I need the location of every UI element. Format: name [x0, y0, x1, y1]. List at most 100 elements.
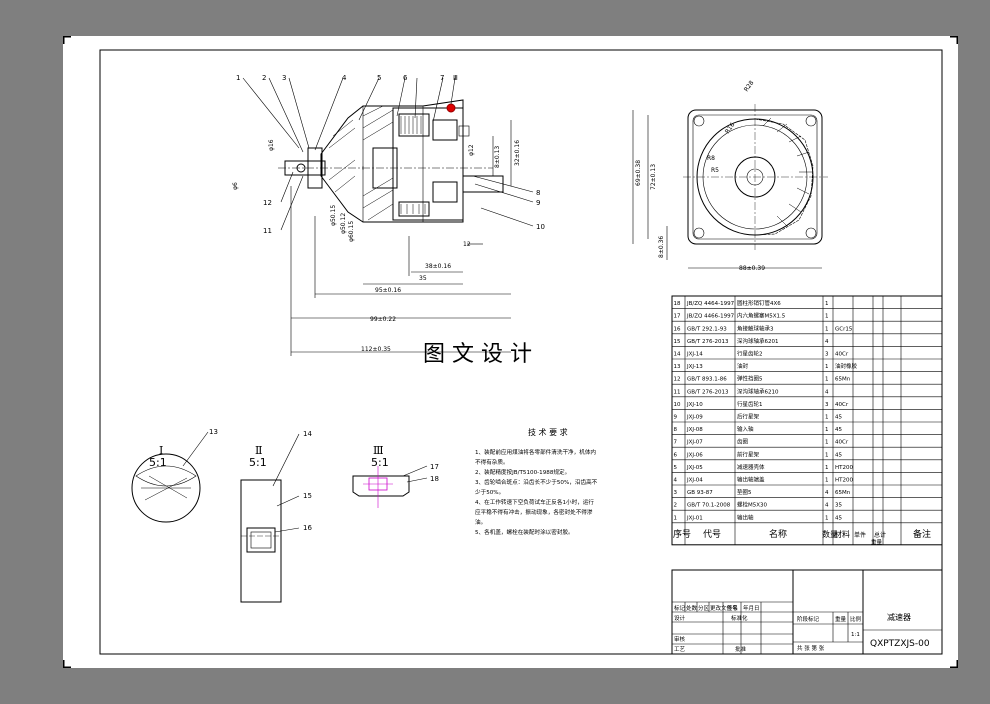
tb-sign: 签名 [727, 604, 738, 612]
dim-R8: R8 [707, 155, 715, 162]
bom-cell-mat: 45 [835, 415, 842, 421]
bom-cell-no: 8 [674, 427, 678, 433]
bom-cell-code: JB/ZQ 4464-1997 [686, 301, 735, 307]
bom-cell-mat: 35 [835, 503, 842, 509]
bom-cell-name: 减速器壳体 [737, 463, 765, 471]
bom-header-weight: 重量 [871, 538, 883, 546]
tb-part-name: 减速器 [887, 612, 911, 622]
tb-count: 处数 [686, 604, 698, 612]
bom-cell-mat: HT200 [835, 465, 853, 471]
bom-cell-no: 12 [674, 377, 681, 383]
bom-cell-no: 17 [674, 314, 681, 320]
balloon-15: 15 [303, 492, 312, 500]
drawing-sheet: 1 2 3 4 5 6 7 Ⅲ 8 9 10 11 12 φ16 φ6 32±0… [63, 36, 958, 668]
bom-cell-qty: 3 [825, 352, 829, 358]
note-line: 不得有杂质。 [475, 458, 509, 466]
balloon-11: 11 [263, 227, 272, 235]
tb-approve: 批准 [735, 645, 747, 653]
bom-cell-code: JXJ-04 [686, 478, 703, 484]
balloon-10: 10 [536, 223, 545, 231]
bom-cell-no: 4 [674, 478, 678, 484]
tb-standard: 标准化 [731, 614, 748, 622]
bom-cell-name: 前行星架 [737, 450, 760, 458]
bom-cell-qty: 4 [825, 389, 829, 395]
bom-header-no: 序号 [673, 528, 691, 540]
bom-cell-code: GB/T 70.1-2008 [687, 503, 731, 509]
bom-cell-no: 9 [674, 415, 678, 421]
dim-88: 88±0.39 [739, 265, 765, 272]
dim-32: 32±0.16 [514, 140, 521, 166]
bom-cell-qty: 1 [825, 478, 829, 484]
dim-99: 99±0.22 [370, 316, 396, 323]
dim-72: 72±0.13 [650, 164, 657, 190]
bom-cell-code: JXJ-01 [686, 515, 703, 521]
note-line: 2、装配精度按JB/T5100-1988规定。 [475, 468, 570, 476]
bom-cell-no: 2 [674, 503, 678, 509]
bom-cell-name: 圆柱形销钉管4X6 [737, 299, 781, 307]
bom-cell-no: 7 [674, 440, 678, 446]
balloon-7: 7 [440, 74, 444, 82]
dim-phi12: φ12 [468, 144, 475, 156]
dim-phi50-12: φ50.12 [340, 213, 347, 234]
tb-sheets: 共 张 第 张 [797, 644, 825, 652]
dim-phi60: φ60.15 [348, 221, 355, 242]
bom-cell-qty: 1 [825, 314, 829, 320]
bom-cell-name: 输出轴端盖 [737, 476, 765, 484]
balloon-III: Ⅲ [453, 74, 458, 82]
dim-35: 35 [419, 275, 427, 282]
bom-cell-code: GB/T 893.1-86 [687, 377, 727, 383]
bom-cell-code: JB/ZQ 4466-1997 [686, 314, 735, 320]
note-line: 3、齿轮啮合斑点：沿齿长不少于50%，沿齿高不 [475, 478, 598, 486]
note-line: 5、各机盖，螺栓在装配时涂以密封胶。 [475, 528, 574, 536]
balloon-14: 14 [303, 430, 312, 438]
bom-cell-no: 5 [674, 465, 678, 471]
bom-cell-code: GB/T 276-2013 [687, 389, 729, 395]
bom-cell-mat: 45 [835, 427, 842, 433]
bom-cell-qty: 1 [825, 326, 829, 332]
bom-cell-no: 18 [674, 301, 681, 307]
engineering-drawing: 1 2 3 4 5 6 7 Ⅲ 8 9 10 11 12 φ16 φ6 32±0… [63, 36, 958, 668]
bom-cell-mat: 油封橡胶 [835, 362, 858, 370]
bom-header-remark: 备注 [913, 528, 931, 540]
bom-header-name: 名称 [769, 528, 787, 540]
balloon-18: 18 [430, 475, 439, 483]
bom-cell-qty: 1 [825, 301, 829, 307]
balloon-17: 17 [430, 463, 439, 471]
bom-cell-no: 11 [674, 389, 681, 395]
bom-cell-qty: 1 [825, 415, 829, 421]
note-line: 应平稳不得有冲击，振动现象，各密封处不得渗 [475, 508, 593, 516]
bom-header-code: 代号 [703, 529, 721, 540]
bom-cell-name: 行星齿轮2 [737, 350, 763, 358]
note-line: 1、装配前应用煤油将各零部件清洗干净，机体内 [475, 448, 596, 456]
bom-cell-name: 弹性挡圈5 [737, 375, 763, 383]
bom-cell-qty: 1 [825, 452, 829, 458]
dim-38: 38±0.16 [425, 263, 451, 270]
bom-cell-name: 油封 [737, 362, 749, 370]
bom-cell-code: JXJ-14 [686, 352, 703, 358]
balloon-2: 2 [262, 74, 266, 82]
bom-cell-name: 后行星架 [737, 413, 760, 421]
detail-view-III [352, 465, 428, 508]
bom-cell-name: 输出轴 [737, 513, 754, 521]
bom-cell-mat: HT200 [835, 478, 853, 484]
balloon-3: 3 [282, 74, 286, 82]
bom-cell-code: JXJ-09 [686, 415, 703, 421]
balloon-4: 4 [342, 74, 347, 82]
balloon-6: 6 [403, 74, 408, 82]
bom-header-total: 总计 [874, 531, 886, 539]
balloon-9: 9 [536, 199, 540, 207]
watermark-title: 图 文 设 计 [423, 342, 532, 367]
dim-95: 95±0.16 [375, 287, 401, 294]
detail-III-label: Ⅲ [373, 444, 384, 457]
bom-cell-name: 深沟球轴承6201 [737, 337, 779, 345]
dim-phi50: φ50.15 [330, 205, 337, 226]
bom-cell-qty: 4 [825, 339, 829, 345]
tb-stage: 阶段标记 [797, 615, 820, 623]
bom-cell-no: 15 [674, 339, 681, 345]
bom-cell-mat: 65Mn [835, 377, 851, 383]
detail-view-II [240, 433, 300, 603]
bom-cell-name: 输入轴 [737, 425, 754, 433]
title-block [671, 569, 943, 655]
bom-header-mat: 材料 [834, 529, 850, 539]
